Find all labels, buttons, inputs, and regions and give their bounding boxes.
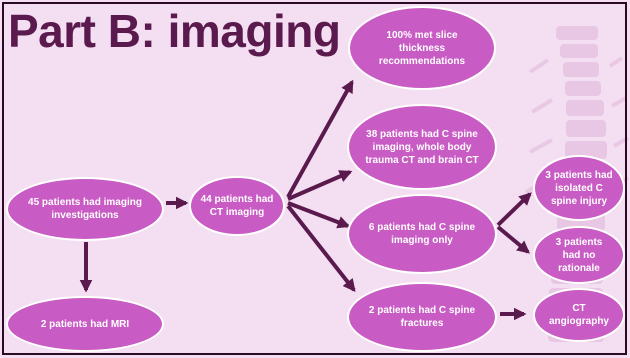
arrow-spine-only-to-no-rationale (496, 225, 530, 254)
page-title: Part B: imaging (8, 5, 341, 57)
node-slice-thickness: 100% met slice thickness recommendations (348, 6, 496, 90)
node-c-spine-only: 6 patients had C spine imaging only (347, 194, 497, 274)
node-isolated-injury: 3 patients had isolated C spine injury (533, 155, 625, 221)
node-mri: 2 patients had MRI (6, 296, 164, 352)
arrow-spine-only-to-isolated (496, 192, 532, 227)
node-no-rationale: 3 patients had no rationale (533, 226, 625, 284)
node-ct-imaging: 44 patients had CT imaging (189, 176, 285, 236)
arrow-ct-to-fractures (286, 204, 356, 293)
node-imaging-investigations: 45 patients had imaging investigations (6, 177, 164, 241)
node-full-imaging: 38 patients had C spine imaging, whole b… (347, 104, 497, 190)
arrow-ct-to-slice (286, 79, 354, 198)
arrow-ct-to-full (287, 170, 353, 201)
node-ct-angiography: CT angiography (533, 288, 625, 342)
arrow-ct-to-spine-only (287, 201, 351, 229)
node-fractures: 2 patients had C spine fractures (347, 282, 497, 352)
